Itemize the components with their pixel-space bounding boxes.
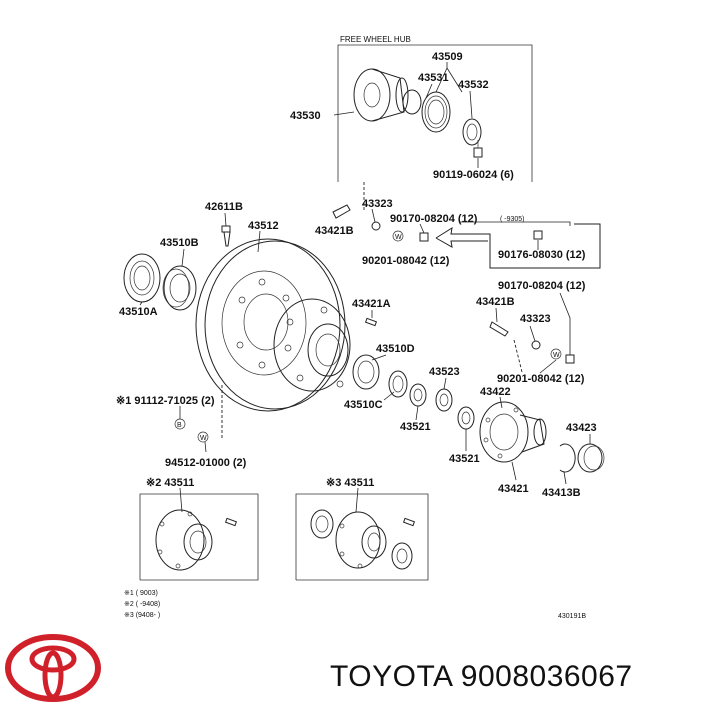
label-90119: 90119-06024 (6) [433, 169, 514, 181]
footer-caption: TOYOTA 9008036067 [330, 660, 633, 694]
washer-43523 [435, 388, 453, 412]
left-side-parts: 42611B 43512 43510B 43510A [119, 201, 351, 412]
snap-ring-43413B [559, 443, 576, 473]
lower-left-callouts: ※1 91112-71025 (2) B W 94512-01000 (2) [116, 385, 247, 469]
brand-name: TOYOTA [330, 660, 452, 693]
free-wheel-hub-frame [337, 44, 533, 182]
seal-ring [462, 118, 482, 146]
label-43521-left: 43521 [400, 421, 431, 433]
upper-fasteners: W 43421B 43323 90170-08204 (12) ( -9305)… [315, 182, 601, 269]
label-43510B: 43510B [160, 237, 199, 249]
note-3: ※3 (9408- ) [124, 612, 160, 619]
label-94512: 94512-01000 (2) [165, 457, 247, 469]
label-43413B: 43413B [542, 487, 581, 499]
stud-43421B-lower [489, 321, 509, 337]
marker-b-text: B [177, 422, 182, 429]
label-90176: 90176-08030 (12) [498, 249, 586, 261]
hub-cap-43423 [577, 443, 605, 473]
label-43521-right: 43521 [449, 453, 480, 465]
lock-nut-43521-b [457, 406, 475, 430]
label-43510A: 43510A [119, 306, 158, 318]
label-43509: 43509 [432, 51, 463, 63]
label-43421A: 43421A [352, 298, 391, 310]
label-43523: 43523 [429, 366, 460, 378]
label-43510D: 43510D [376, 343, 415, 355]
label-42611B: 42611B [205, 201, 243, 213]
marker-w-lower-text: W [553, 352, 560, 359]
label-43323-lower: 43323 [520, 313, 551, 325]
label-90201-lower: 90201-08042 (12) [497, 373, 585, 385]
label-43421: 43421 [498, 483, 529, 495]
stud-43421A [364, 317, 378, 327]
free-wheel-hub-body [353, 68, 422, 122]
right-side-parts: 90170-08204 (12) 43421B 43323 90201-0804… [476, 280, 605, 499]
label-43423: 43423 [566, 422, 597, 434]
washer-43323 [371, 221, 381, 231]
hub-bolt-42611B [221, 212, 231, 247]
label-43422: 43422 [480, 386, 511, 398]
toyota-logo-icon [5, 634, 101, 702]
marker-w-left-text: W [200, 435, 207, 442]
label-90170-upper: 90170-08204 (12) [390, 213, 478, 225]
drawing-code: 430191B [558, 613, 586, 620]
marker-w-left [197, 431, 209, 443]
bearing-43510B [162, 265, 197, 311]
label-43323-upper: 43323 [362, 198, 393, 210]
label-9305: ( -9305) [500, 216, 525, 223]
marker-w-lower [550, 348, 562, 360]
marker-w-upper-text: W [395, 234, 402, 241]
label-43510C: 43510C [344, 399, 383, 411]
free-wheel-hub-group: FREE WHEEL HUB 43509 43531 43532 43530 [290, 35, 533, 182]
section-title: FREE WHEEL HUB [340, 35, 411, 44]
label-43512: 43512 [248, 220, 279, 232]
label-43421B-upper: 43421B [315, 225, 354, 237]
front-axle-hub [273, 298, 351, 392]
note-2: ※2 ( -9408) [124, 601, 160, 608]
note-1: ※1 ( 9003) [124, 590, 158, 597]
drive-flange-43421 [479, 401, 547, 463]
middle-parts: 43421A 43510D 43510C 43523 43521 [344, 298, 480, 465]
label-43511-box3: ※3 43511 [326, 477, 374, 489]
label-90201-upper: 90201-08042 (12) [362, 255, 450, 267]
part-number: 9008036067 [460, 660, 633, 693]
nut-90176 [533, 230, 543, 240]
label-43511-box2: ※2 43511 [146, 477, 194, 489]
nut-90170 [419, 232, 429, 242]
brake-disc-43512 [195, 238, 346, 412]
label-43532: 43532 [458, 79, 489, 91]
reference-arrow [435, 223, 601, 269]
bearing-43510C [388, 370, 408, 398]
notes: ※1 ( 9003) ※2 ( -9408) ※3 (9408- ) 43019… [124, 590, 586, 620]
bolt-90119 [473, 140, 483, 158]
nut-90170-lower [565, 354, 575, 364]
label-90170-lower: 90170-08204 (12) [498, 280, 586, 292]
label-91112: ※1 91112-71025 (2) [116, 395, 215, 407]
label-43421B-lower: 43421B [476, 296, 515, 308]
label-43530: 43530 [290, 110, 321, 122]
lock-nut-43521-a [409, 383, 427, 407]
bearing-43510D [352, 354, 380, 390]
alt-hub-box-3: ※3 43511 [295, 477, 429, 581]
oil-seal-43510A [123, 253, 161, 303]
marker-w-upper [392, 230, 404, 242]
washer-43323-lower [531, 340, 541, 350]
stud-43421B [332, 204, 351, 219]
alt-hub-box-2: ※2 43511 [139, 477, 259, 581]
